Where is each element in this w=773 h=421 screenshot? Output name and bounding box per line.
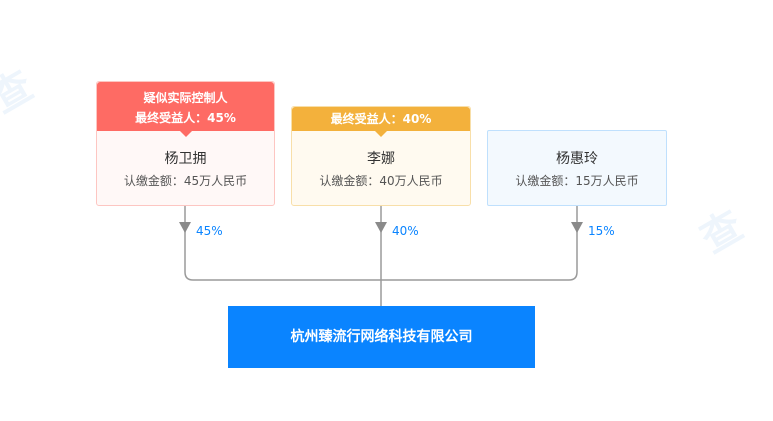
company-node[interactable]: 杭州臻流行网络科技有限公司: [228, 306, 535, 368]
share-percent: 40%: [392, 224, 419, 238]
arrow-icon: [571, 222, 583, 233]
shareholder-card[interactable]: 杨惠玲 认缴金额：15万人民币: [487, 130, 667, 206]
shareholder-card[interactable]: 最终受益人：40% 李娜 认缴金额：40万人民币: [291, 106, 471, 206]
actual-controller-badge: 疑似实际控制人: [143, 91, 228, 105]
company-name[interactable]: 杭州臻流行网络科技有限公司: [290, 329, 473, 345]
shareholder-name[interactable]: 杨惠玲: [556, 151, 598, 167]
share-percent: 45%: [196, 224, 223, 238]
shareholder-name[interactable]: 杨卫拥: [164, 151, 207, 167]
arrow-icon: [179, 222, 191, 233]
shareholder-card[interactable]: 疑似实际控制人 最终受益人：45% 杨卫拥 认缴金额：45万人民币: [96, 81, 275, 206]
shareholder-name[interactable]: 李娜: [367, 151, 395, 167]
beneficiary-badge: 最终受益人：40%: [330, 112, 432, 126]
subscribed-amount: 认缴金额：40万人民币: [319, 174, 443, 188]
subscribed-amount: 认缴金额：45万人民币: [123, 174, 248, 188]
subscribed-amount: 认缴金额：15万人民币: [515, 174, 639, 188]
arrow-icon: [375, 222, 387, 233]
share-percent: 15%: [588, 224, 615, 238]
beneficiary-badge: 最终受益人：45%: [135, 111, 236, 125]
